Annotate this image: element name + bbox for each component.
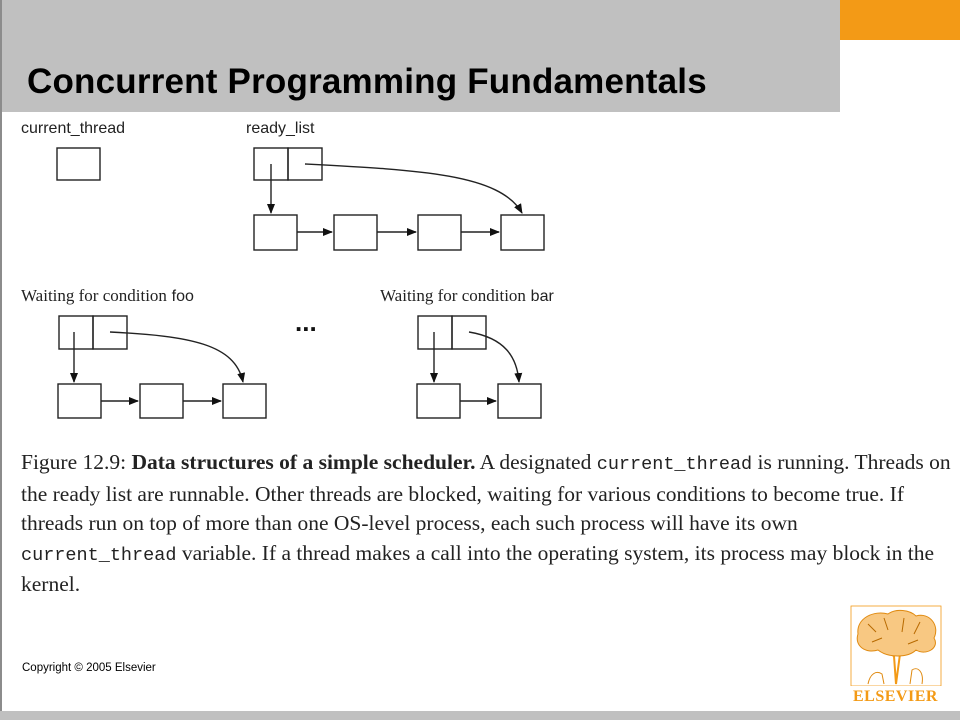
- ready-tail-arrow: [304, 163, 523, 214]
- figure-caption: Figure 12.9: Data structures of a simple…: [21, 450, 951, 596]
- bar-node-2: [497, 383, 542, 419]
- ready-list-header-right: [287, 147, 323, 181]
- ellipsis: ...: [295, 307, 317, 337]
- foo-tail-arrow: [109, 331, 246, 383]
- foo-node-2: [139, 383, 184, 419]
- label-waiting-foo: Waiting for condition foo: [21, 286, 194, 305]
- code-current-thread: current_thread: [596, 454, 753, 475]
- current-thread-box: [56, 147, 101, 181]
- foo-header-left: [58, 315, 94, 350]
- ready-node-1: [253, 214, 298, 251]
- ready-node-4: [500, 214, 545, 251]
- label-ready-list: ready_list: [246, 120, 315, 137]
- figure-label: Figure 12.9:: [21, 450, 127, 474]
- bar-tail-arrow: [468, 331, 523, 383]
- foo-node-1: [57, 383, 102, 419]
- elsevier-logo-text: ELSEVIER: [853, 688, 938, 705]
- slide-title: Concurrent Programming Fundamentals: [27, 62, 707, 101]
- orange-accent-block: [840, 0, 960, 40]
- bar-header-right: [451, 315, 487, 350]
- label-waiting-bar: Waiting for condition bar: [380, 286, 554, 305]
- bar-header-left: [417, 315, 453, 350]
- figure-title: Data structures of a simple scheduler.: [131, 450, 476, 474]
- ready-node-3: [417, 214, 462, 251]
- ready-node-2: [333, 214, 378, 251]
- scheduler-diagram: current_thread ready_list Waiting for co…: [21, 120, 554, 419]
- elsevier-tree-logo: [850, 605, 942, 686]
- label-current-thread: current_thread: [21, 120, 125, 137]
- header-bar: [2, 0, 840, 112]
- footer-bar: [0, 711, 960, 720]
- foo-node-3: [222, 383, 267, 419]
- bar-node-1: [416, 383, 461, 419]
- code-current-thread-2: current_thread: [21, 544, 177, 566]
- copyright-text: Copyright © 2005 Elsevier: [22, 662, 156, 674]
- left-border: [0, 0, 2, 720]
